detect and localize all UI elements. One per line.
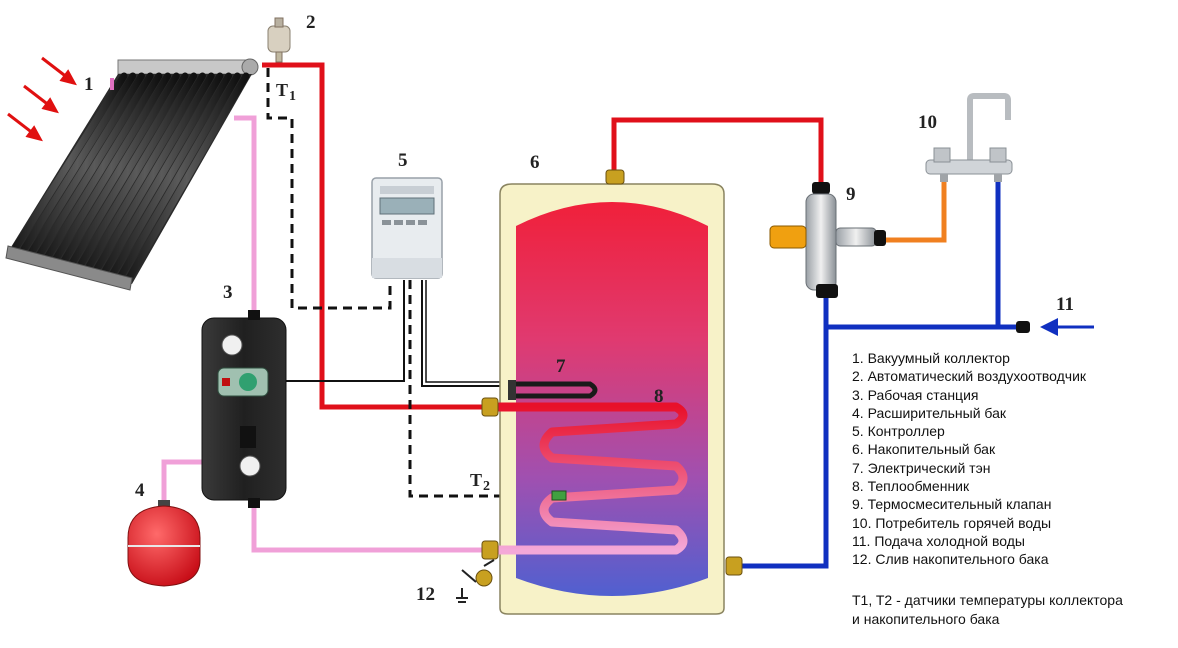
legend-item: 9. Термосмесительный клапан (852, 496, 1052, 513)
sensor-note-line-1: T1, T2 - датчики температуры коллектора (852, 592, 1123, 608)
cold-to-tank-pipe (742, 327, 829, 569)
pump-cable (286, 280, 405, 382)
legend-item: 1. Вакуумный коллектор (852, 350, 1010, 366)
vacuum-collector (5, 58, 259, 291)
expansion-tank (127, 500, 201, 587)
svg-text:2: 2 (483, 479, 490, 494)
drain-valve (456, 559, 495, 603)
legend-item: 6. Накопительный бак (852, 441, 996, 458)
vacuum-tube (34, 72, 154, 260)
vacuum-tube (91, 72, 215, 275)
vacuum-tube (43, 72, 163, 263)
legend-item: 7. Электрический тэн (852, 459, 991, 476)
tank-fittings (481, 397, 743, 576)
t2-sensor (551, 490, 567, 501)
callout-12: 12 (416, 584, 435, 605)
callout-4: 4 (135, 480, 145, 501)
svg-text:T: T (276, 80, 288, 100)
callout-10: 10 (918, 112, 937, 133)
cold-water-pipe (823, 298, 1020, 330)
legend-item: 10. Потребитель горячей воды (852, 514, 1052, 531)
sensor-note: T1, T2 - датчики температуры коллектора … (852, 591, 1172, 629)
sunlight-arrows-icon (7, 56, 77, 142)
heat-exchanger-coil (488, 402, 688, 555)
controller (371, 177, 443, 279)
svg-text:T: T (470, 470, 482, 490)
cold-inlet-arrow-icon (1016, 318, 1094, 336)
vacuum-tube (116, 72, 241, 282)
vacuum-tube (59, 72, 180, 267)
legend: 1. Вакуумный коллектор 2. Автоматический… (852, 349, 1086, 569)
sensor-note-line-2: и накопительного бака (852, 611, 1000, 627)
callout-1: 1 (84, 74, 94, 95)
svg-text:1: 1 (289, 89, 296, 104)
vacuum-tube (51, 72, 172, 265)
vacuum-tube (10, 72, 128, 254)
mixing-valve (769, 182, 886, 298)
t2-sensor-cable (408, 280, 552, 498)
vacuum-tube (108, 72, 233, 280)
callout-2: 2 (306, 12, 316, 33)
callout-11: 11 (1056, 294, 1074, 315)
vacuum-tube (100, 72, 224, 278)
heater-cable (421, 280, 512, 387)
heater-cable-inner (425, 280, 512, 383)
vacuum-tube (67, 72, 189, 269)
legend-item: 3. Рабочая станция (852, 386, 979, 403)
callout-7: 7 (556, 356, 566, 377)
t2-label: T 2 (470, 470, 490, 494)
electric-heater (512, 381, 598, 399)
callout-3: 3 (223, 282, 233, 303)
callout-8: 8 (654, 386, 664, 407)
vacuum-tube (124, 72, 250, 284)
vacuum-tube (75, 72, 198, 271)
legend-item: 8. Теплообменник (852, 478, 970, 495)
collector-tubes (10, 72, 250, 284)
air-vent-icon (267, 17, 291, 63)
pump-station (201, 310, 287, 508)
callout-6: 6 (530, 152, 540, 173)
vacuum-tube (83, 72, 206, 273)
legend-item: 5. Контроллер (852, 423, 945, 440)
return-pipe (234, 115, 257, 318)
legend-item: 12. Слив накопительного бака (852, 551, 1049, 568)
expansion-tank-pipe (161, 459, 202, 502)
vacuum-tube (18, 72, 137, 256)
hot-outlet-pipe (611, 117, 824, 186)
mixed-water-pipe (884, 180, 947, 243)
vacuum-tube (26, 72, 145, 258)
t1-label: T 1 (276, 80, 296, 104)
heater-flange (508, 380, 516, 400)
legend-item: 4. Расширительный бак (852, 404, 1007, 421)
t1-sensor-cable (266, 68, 392, 310)
callout-9: 9 (846, 184, 856, 205)
return-to-station-pipe (251, 500, 488, 553)
hot-supply-pipe (262, 62, 488, 410)
legend-item: 2. Автоматический воздухоотводчик (852, 368, 1087, 385)
legend-item: 11. Подача холодной воды (852, 532, 1025, 549)
callout-5: 5 (398, 150, 408, 171)
faucet-icon (925, 93, 1013, 182)
